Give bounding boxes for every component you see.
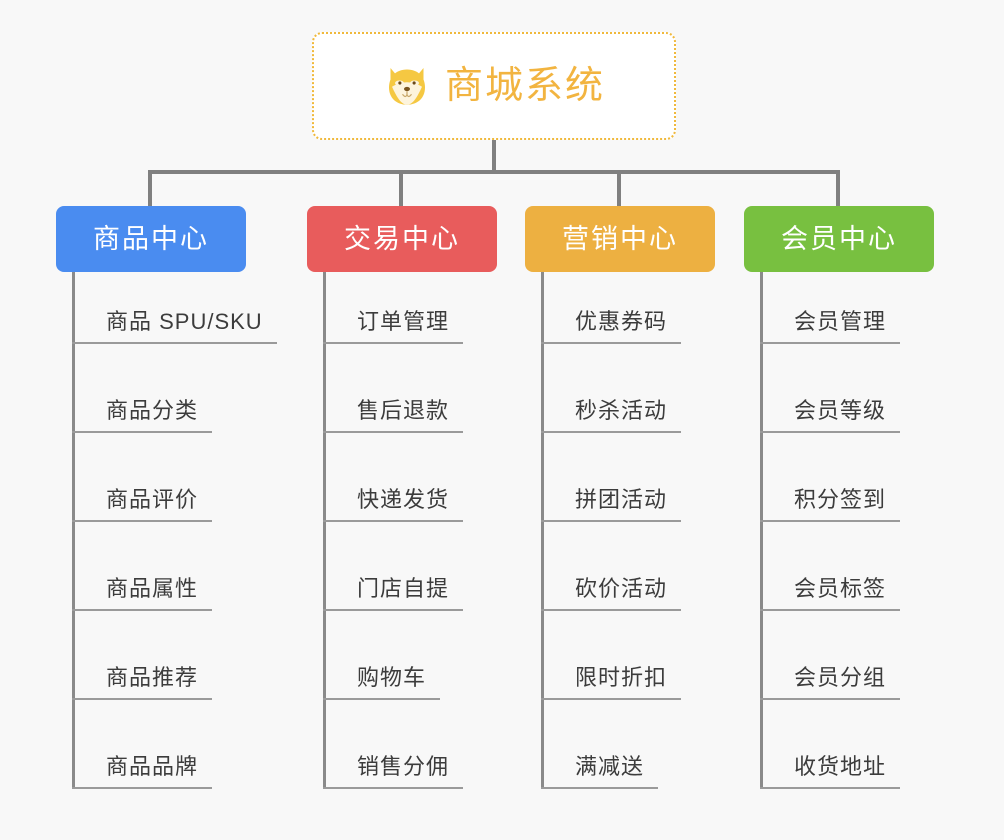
leaf-item[interactable]: 拼团活动 — [541, 487, 682, 522]
leaf-item-label: 快递发货 — [357, 487, 450, 512]
root-node-label: 商城系统 — [444, 65, 605, 107]
leaf-item-underline — [72, 431, 213, 433]
category-box-1[interactable]: 交易中心 — [307, 206, 497, 272]
leaf-item-underline — [323, 431, 464, 433]
leaf-item[interactable]: 满减送 — [541, 754, 659, 789]
leaf-item[interactable]: 限时折扣 — [541, 665, 682, 700]
leaf-item-label: 收货地址 — [794, 754, 887, 779]
leaf-item-label: 门店自提 — [357, 576, 450, 601]
leaf-item[interactable]: 会员管理 — [760, 309, 901, 344]
leaf-item-underline — [323, 342, 464, 344]
leaf-item[interactable]: 快递发货 — [323, 487, 464, 522]
leaf-item[interactable]: 销售分佣 — [323, 754, 464, 789]
leaf-item[interactable]: 商品属性 — [72, 576, 213, 611]
leaf-spine-0 — [72, 272, 75, 789]
category-box-0[interactable]: 商品中心 — [56, 206, 246, 272]
leaf-item-underline — [760, 698, 901, 700]
leaf-item[interactable]: 商品 SPU/SKU — [72, 311, 277, 344]
leaf-item-underline — [541, 342, 682, 344]
leaf-item-label: 商品推荐 — [106, 665, 199, 690]
connector-drop-3 — [617, 170, 621, 208]
leaf-item-label: 商品属性 — [106, 576, 199, 601]
leaf-item-underline — [72, 520, 213, 522]
category-box-2[interactable]: 营销中心 — [525, 206, 715, 272]
leaf-item-label: 优惠券码 — [575, 309, 668, 334]
leaf-item-underline — [760, 787, 901, 789]
leaf-item-label: 商品品牌 — [106, 754, 199, 779]
leaf-item-underline — [323, 698, 441, 700]
leaf-item-label: 积分签到 — [794, 487, 887, 512]
connector-drop-2 — [399, 170, 403, 208]
connector-drop-1 — [148, 170, 152, 208]
leaf-item[interactable]: 会员标签 — [760, 576, 901, 611]
connector-drop-4 — [836, 170, 840, 208]
leaf-item-label: 会员管理 — [794, 309, 887, 334]
leaf-item-underline — [323, 787, 464, 789]
leaf-item-label: 销售分佣 — [357, 754, 450, 779]
category-label-3: 会员中心 — [781, 223, 897, 254]
leaf-item[interactable]: 会员分组 — [760, 665, 901, 700]
leaf-item-label: 满减送 — [575, 754, 645, 779]
leaf-item[interactable]: 商品品牌 — [72, 754, 213, 789]
leaf-item-label: 会员分组 — [794, 665, 887, 690]
leaf-item[interactable]: 收货地址 — [760, 754, 901, 789]
connector-horizontal-bus — [148, 170, 840, 174]
leaf-item-underline — [541, 520, 682, 522]
connector-root-stem — [492, 140, 496, 172]
leaf-spine-3 — [760, 272, 763, 789]
leaf-item[interactable]: 商品评价 — [72, 487, 213, 522]
leaf-item-underline — [541, 787, 659, 789]
leaf-item[interactable]: 售后退款 — [323, 398, 464, 433]
leaf-item-label: 商品 SPU/SKU — [106, 309, 263, 334]
leaf-item[interactable]: 商品分类 — [72, 398, 213, 433]
leaf-item-label: 订单管理 — [357, 309, 450, 334]
leaf-item-label: 砍价活动 — [575, 576, 668, 601]
leaf-item-underline — [541, 609, 682, 611]
leaf-item-underline — [72, 609, 213, 611]
leaf-item-label: 购物车 — [357, 665, 427, 690]
category-label-1: 交易中心 — [344, 223, 460, 254]
leaf-item-underline — [760, 520, 901, 522]
leaf-item[interactable]: 砍价活动 — [541, 576, 682, 611]
leaf-item-label: 秒杀活动 — [575, 398, 668, 423]
category-label-2: 营销中心 — [562, 223, 678, 254]
leaf-item-label: 会员等级 — [794, 398, 887, 423]
leaf-item-underline — [541, 698, 682, 700]
leaf-item[interactable]: 会员等级 — [760, 398, 901, 433]
leaf-item-label: 售后退款 — [357, 398, 450, 423]
leaf-item-underline — [72, 342, 277, 344]
category-box-3[interactable]: 会员中心 — [744, 206, 934, 272]
leaf-spine-1 — [323, 272, 326, 789]
leaf-item[interactable]: 秒杀活动 — [541, 398, 682, 433]
leaf-item[interactable]: 积分签到 — [760, 487, 901, 522]
leaf-item[interactable]: 购物车 — [323, 665, 441, 700]
leaf-item-label: 限时折扣 — [575, 665, 668, 690]
leaf-item-label: 商品评价 — [106, 487, 199, 512]
leaf-item-underline — [541, 431, 682, 433]
leaf-item-label: 拼团活动 — [575, 487, 668, 512]
leaf-item-underline — [72, 698, 213, 700]
root-node-shop-system[interactable]: 商城系统 — [312, 32, 676, 140]
shiba-dog-face-icon — [383, 62, 431, 110]
leaf-item-underline — [760, 342, 901, 344]
category-label-0: 商品中心 — [93, 223, 209, 254]
leaf-spine-2 — [541, 272, 544, 789]
leaf-item-underline — [323, 520, 464, 522]
leaf-item[interactable]: 门店自提 — [323, 576, 464, 611]
leaf-item-underline — [760, 609, 901, 611]
leaf-item[interactable]: 订单管理 — [323, 309, 464, 344]
leaf-item-label: 会员标签 — [794, 576, 887, 601]
leaf-item-underline — [72, 787, 213, 789]
leaf-item-underline — [760, 431, 901, 433]
leaf-item[interactable]: 商品推荐 — [72, 665, 213, 700]
leaf-item[interactable]: 优惠券码 — [541, 309, 682, 344]
leaf-item-label: 商品分类 — [106, 398, 199, 423]
leaf-item-underline — [323, 609, 464, 611]
